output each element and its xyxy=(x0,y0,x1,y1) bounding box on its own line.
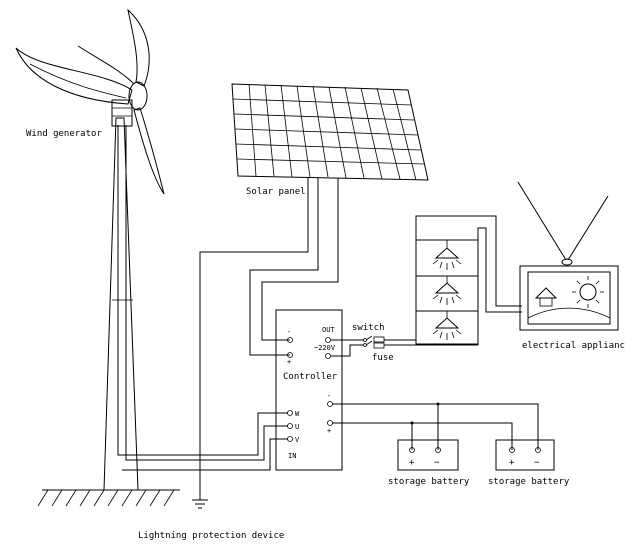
pv-minus-terminal xyxy=(287,337,293,343)
v-terminal xyxy=(287,436,293,442)
in-label: IN xyxy=(288,452,296,460)
bat-plus-sign: + xyxy=(327,427,331,435)
tv-appliance xyxy=(517,181,619,331)
ac-220v-label: ~220V xyxy=(314,344,336,352)
battery-1-plus: + xyxy=(409,458,415,468)
controller-box xyxy=(275,309,343,471)
wind-generator-label: Wind generator xyxy=(26,129,102,139)
u-terminal xyxy=(287,423,293,429)
battery-2-minus: − xyxy=(534,458,540,468)
load-bus-b xyxy=(384,227,522,346)
controller-label: Controller xyxy=(283,372,338,382)
pv-minus-sign: - xyxy=(287,328,291,336)
ground-symbol xyxy=(192,490,208,509)
ground-base xyxy=(37,489,180,507)
tower xyxy=(103,117,139,491)
lightning-protection-label: Lightning protection device xyxy=(138,531,284,541)
pv-plus-terminal xyxy=(287,352,293,358)
bat-plus-terminal xyxy=(327,420,333,426)
out-terminal-2 xyxy=(325,353,331,359)
wind-to-solar-line xyxy=(199,178,309,490)
blade-left xyxy=(15,47,133,105)
wind-phase-u xyxy=(125,125,288,461)
bat-minus-sign: - xyxy=(327,392,331,400)
wind-generator xyxy=(15,8,180,507)
battery-1-minus: − xyxy=(434,458,440,468)
electrical-appliance-label: electrical appliance xyxy=(522,341,625,351)
wind-phase-v xyxy=(122,438,288,471)
switch-label: switch xyxy=(352,323,385,333)
blade-bottom xyxy=(133,107,165,195)
solar-panel xyxy=(231,83,429,181)
house-icon xyxy=(534,287,558,299)
nacelle xyxy=(111,99,133,127)
wind-phase-w xyxy=(117,125,288,456)
antenna-left xyxy=(517,181,567,261)
load-bus-a xyxy=(384,215,522,341)
u-label: U xyxy=(295,423,299,431)
storage-battery-2-label: storage battery xyxy=(488,477,570,487)
bat-minus-terminal xyxy=(327,401,333,407)
storage-battery-1-label: storage battery xyxy=(388,477,470,487)
pv-plus-sign: + xyxy=(287,358,291,366)
solar-panel-label: Solar panel xyxy=(246,187,306,197)
lamp-1 xyxy=(432,240,462,270)
v-label: V xyxy=(295,436,300,444)
antenna-right xyxy=(567,195,609,261)
lamp-bank xyxy=(415,239,479,345)
w-terminal xyxy=(287,410,293,416)
out-label: OUT xyxy=(322,326,335,334)
lamp-3 xyxy=(432,311,462,340)
fuse-1 xyxy=(373,336,385,343)
bat-bus-minus xyxy=(332,403,539,450)
battery-2-plus: + xyxy=(509,458,515,468)
bat-bus-plus xyxy=(332,422,513,450)
fuse-2 xyxy=(373,342,385,349)
fuse-label: fuse xyxy=(372,353,394,363)
solar-lead-plus xyxy=(249,178,319,356)
storage-battery-2: + − xyxy=(495,439,555,471)
out-terminal-1 xyxy=(325,337,331,343)
storage-battery-1: + − xyxy=(397,439,459,471)
hub xyxy=(128,81,148,111)
lamp-2 xyxy=(432,276,462,305)
w-label: W xyxy=(295,410,300,418)
blade-top xyxy=(127,8,150,87)
solar-lead-minus xyxy=(261,178,339,341)
sun-icon xyxy=(579,283,597,301)
